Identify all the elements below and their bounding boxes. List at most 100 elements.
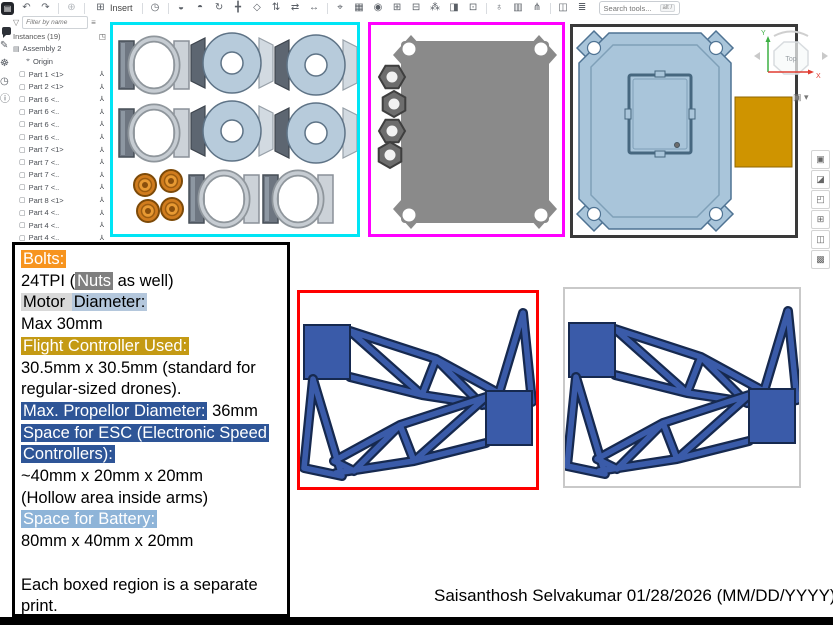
grommet-part[interactable] [133, 173, 157, 197]
history-icon[interactable]: ◷ [150, 2, 160, 13]
tree-item-part[interactable]: ▢Part 4 <..⅄ [19, 208, 104, 218]
motor-mount-part[interactable] [190, 32, 274, 94]
tree-item-part[interactable]: ▢Part 6 <..⅄ [19, 132, 104, 142]
esc-value: ~40mm x 20mm x 20mm [21, 467, 203, 486]
tree-item-part[interactable]: ▢Part 7 <..⅄ [19, 157, 104, 167]
named-positions-icon[interactable]: ⊡ [468, 2, 478, 13]
part-icon: ▢ [19, 108, 26, 116]
mate-icon[interactable]: ◒ [177, 2, 185, 13]
assembly-structure-icon[interactable]: ⋔ [532, 2, 542, 13]
battery-block-part[interactable] [734, 96, 793, 168]
tree-item-part[interactable]: ▢Part 7 <1>⅄ [19, 145, 104, 155]
versions-icon[interactable]: ◷ [0, 76, 9, 87]
redo-icon[interactable]: ↷ [41, 2, 50, 13]
view-cube-face[interactable] [773, 41, 809, 75]
motor-mount-part[interactable] [274, 102, 357, 164]
tree-item-part[interactable]: ▢Part 8 <1>⅄ [19, 195, 104, 205]
view-list-icon[interactable]: ≣ [577, 2, 587, 13]
search-tools-box[interactable]: alt / [598, 1, 681, 15]
snapshot-icon[interactable]: ▩ [811, 250, 830, 269]
rotate-arrow-icon[interactable] [773, 30, 809, 37]
hex-nut-part[interactable] [377, 140, 403, 170]
hex-nut-part[interactable] [377, 118, 407, 144]
tree-item-part[interactable]: ▢Part 2 <1>⅄ [19, 82, 104, 92]
section-view-icon[interactable]: ▣ [811, 150, 830, 169]
interference-check-icon[interactable]: ♁ [495, 2, 503, 13]
instances-panel-icon[interactable]: ◳ [98, 31, 106, 41]
battery-value: 80mm x 40mm x 20mm [21, 532, 194, 551]
mate-relation-icon[interactable]: ⌖ [337, 2, 343, 13]
part-icon: ▢ [19, 134, 26, 142]
edit-document-icon[interactable]: ✎ [0, 40, 9, 51]
search-tools-input[interactable] [603, 3, 656, 13]
fastened-mate-icon[interactable]: ╋ [235, 2, 242, 13]
insert-button[interactable]: ⊞ Insert [91, 0, 136, 16]
display-states-icon[interactable]: ◨ [449, 2, 459, 13]
app-menu-icon[interactable]: ▤ [1, 1, 14, 15]
tree-item-part[interactable]: ▢Part 6 <..⅄ [19, 119, 104, 129]
tree-item-assembly[interactable]: ▤ Assembly 2 [13, 43, 108, 56]
clamp-ring-part[interactable] [189, 173, 259, 225]
drawing-icon[interactable]: ◫ [558, 2, 568, 13]
mate-connector-icon[interactable]: ◓ [196, 2, 204, 13]
tree-item-part[interactable]: ▢Part 4 <..⅄ [19, 233, 104, 243]
comments-icon[interactable] [2, 27, 11, 38]
clamp-ring-part[interactable] [263, 173, 333, 225]
info-icon[interactable]: ⓘ [0, 94, 10, 105]
tree-item-origin[interactable]: ⌖ Origin [13, 55, 108, 68]
group-icon[interactable]: ⊟ [411, 2, 421, 13]
view-cube[interactable]: Top Y X [752, 26, 830, 90]
grommet-part[interactable] [136, 199, 160, 223]
revolute-mate-icon[interactable]: ↻ [214, 2, 224, 13]
transparency-icon[interactable]: ◰ [811, 190, 830, 209]
flight-controller-mount [624, 70, 696, 158]
replicate-icon[interactable]: ⊞ [392, 2, 402, 13]
hide-show-icon[interactable]: ◪ [811, 170, 830, 189]
motor-diameter-heading: Motor Diameter: [21, 293, 148, 312]
tree-item-part[interactable]: ▢Part 1 <1>⅄ [19, 69, 104, 79]
clamp-ring-part[interactable] [119, 107, 189, 159]
isolate-icon[interactable]: ⊞ [811, 210, 830, 229]
toolbar-divider [141, 2, 143, 14]
bolts-heading: Bolts: [21, 249, 281, 271]
sync-icon[interactable]: ⊕ [67, 2, 76, 13]
explode-slider-icon[interactable]: ◫ [811, 230, 830, 249]
bom-table-icon[interactable]: ▥ [513, 2, 523, 13]
view-mode-dropdown[interactable]: ▣ ▾ [793, 92, 809, 102]
clamp-ring-part[interactable] [119, 39, 189, 91]
linear-pattern-icon[interactable]: ▦ [354, 2, 364, 13]
tree-filter-row: ▽ ≡ [13, 15, 108, 29]
filter-icon: ▽ [13, 17, 20, 27]
tree-item-part[interactable]: ▢Part 7 <..⅄ [19, 170, 104, 180]
planar-mate-icon[interactable]: ◇ [253, 2, 261, 13]
filter-by-name-input[interactable] [22, 15, 89, 29]
part-icon: ▢ [19, 184, 26, 192]
grommet-part[interactable] [160, 197, 184, 221]
base-plate-part[interactable] [393, 35, 557, 229]
rotate-left-icon[interactable] [754, 52, 760, 60]
triad-icon: ⅄ [99, 234, 104, 242]
top-plate-part[interactable] [575, 29, 735, 233]
slider-mate-icon[interactable]: ⇅ [271, 2, 281, 13]
tree-item-part[interactable]: ▢Part 7 <..⅄ [19, 182, 104, 192]
instances-header[interactable]: Instances (19) ◳ [13, 30, 108, 43]
motor-mount-part[interactable] [190, 100, 274, 162]
configurations-icon[interactable]: ☸ [0, 58, 9, 69]
tree-item-part[interactable]: ▢Part 6 <..⅄ [19, 94, 104, 104]
triad-icon: ⅄ [99, 71, 104, 79]
motor-mount-part[interactable] [274, 34, 357, 96]
tree-item-part[interactable]: ▢Part 6 <..⅄ [19, 107, 104, 117]
red-print-region [297, 290, 539, 490]
circular-pattern-icon[interactable]: ◉ [373, 2, 383, 13]
cylindrical-mate-icon[interactable]: ⇄ [290, 2, 300, 13]
hex-nut-part[interactable] [377, 64, 407, 90]
tree-item-part[interactable]: ▢Part 4 <..⅄ [19, 220, 104, 230]
undo-icon[interactable]: ↶ [22, 2, 31, 13]
grommet-part[interactable] [159, 169, 183, 193]
pin-slot-mate-icon[interactable]: ↔ [309, 2, 320, 13]
tree-menu-icon[interactable]: ≡ [91, 17, 96, 27]
rotate-right-icon[interactable] [822, 52, 828, 60]
explode-view-icon[interactable]: ⁂ [430, 2, 441, 13]
hex-nut-part[interactable] [381, 89, 407, 119]
